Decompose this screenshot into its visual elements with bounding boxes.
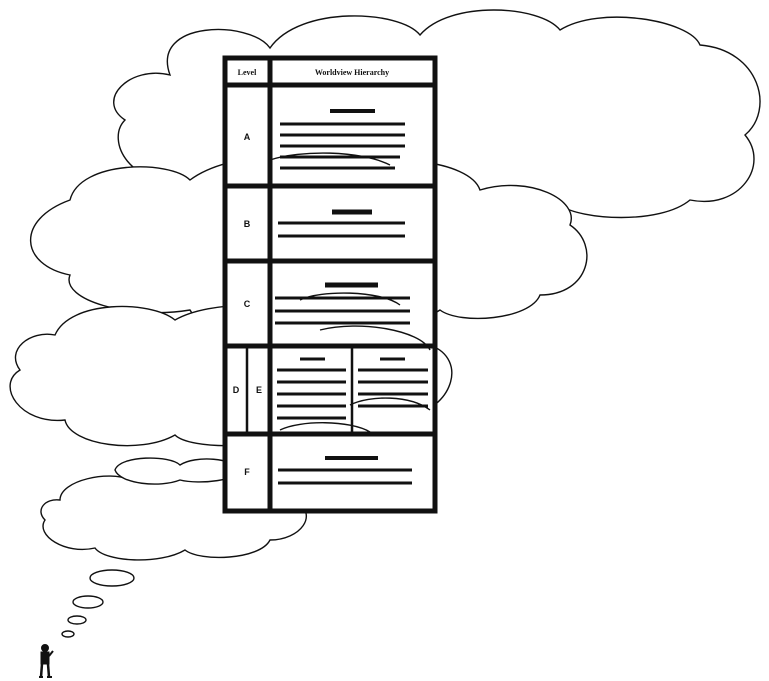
thinking-person-icon: [39, 644, 54, 678]
thought-cloud-small-top: [114, 457, 239, 485]
row-label-c: C: [244, 299, 251, 309]
row-d-left-greeked-text: [277, 357, 346, 420]
row-f-greeked-text: [278, 456, 412, 485]
trail-bubble-1: [89, 569, 135, 587]
row-sublabel-e: E: [256, 385, 262, 395]
row-label-a: A: [244, 132, 251, 142]
trail-bubble-2: [72, 595, 104, 609]
trail-bubble-4: [61, 630, 75, 638]
row-d-right-greeked-text: [358, 357, 428, 408]
header-right: Worldview Hierarchy: [315, 68, 389, 77]
row-label-b: B: [244, 219, 251, 229]
row-a-greeked-text: [280, 109, 405, 170]
row-c-greeked-text: [275, 282, 410, 325]
row-label-f: F: [244, 467, 250, 477]
trail-bubble-3: [67, 615, 87, 625]
header-left: Level: [238, 68, 257, 77]
hierarchy-table: Level Worldview Hierarchy A B C D E F: [222, 55, 438, 514]
row-b-greeked-text: [278, 209, 405, 238]
cloud-overlap-strokes: [269, 152, 431, 433]
row-label-d: D: [233, 385, 240, 395]
table-frame: [222, 55, 438, 514]
